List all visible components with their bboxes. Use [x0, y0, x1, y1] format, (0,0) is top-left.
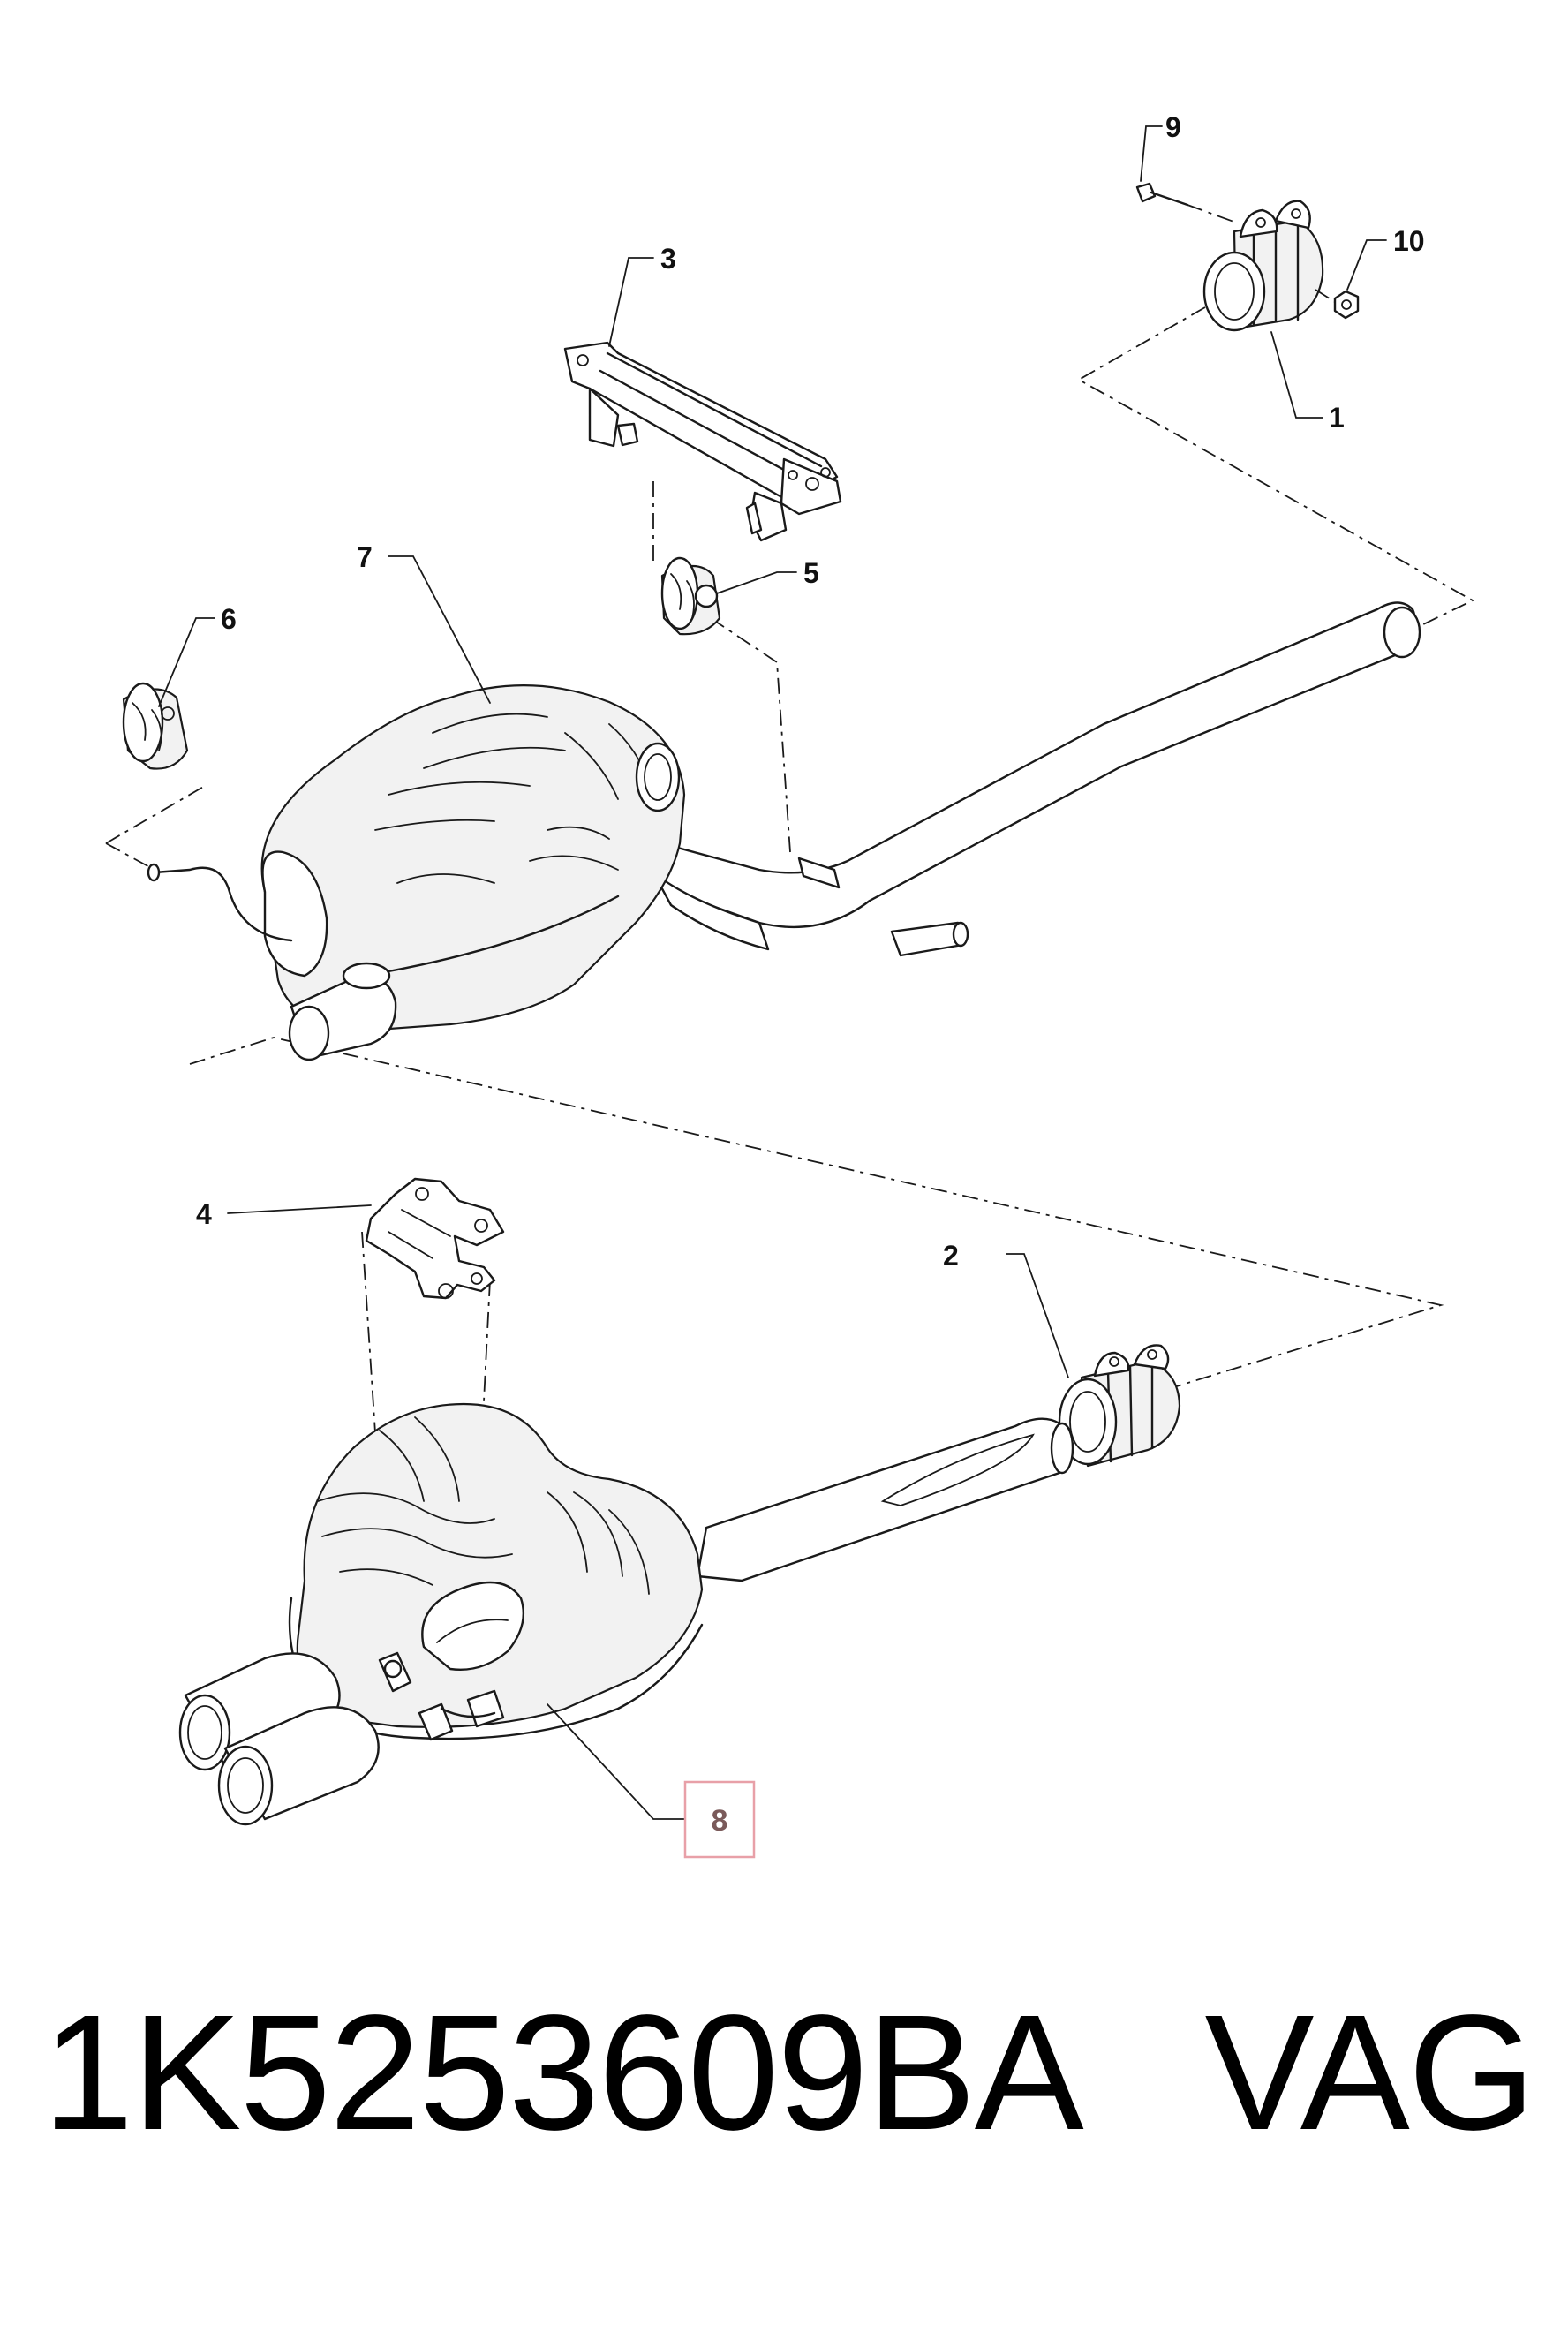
part-7-middle-silencer — [147, 601, 1421, 1061]
callout-8-highlight-box[interactable] — [683, 1780, 756, 1859]
callout-2: 2 — [943, 1240, 959, 1272]
callout-7: 7 — [357, 541, 373, 573]
part-number: 1K5253609BA — [42, 1982, 1074, 2164]
part-8-rear-silencer — [178, 1402, 1074, 1826]
callout-3: 3 — [660, 243, 676, 275]
brand-name: VAG — [1204, 1982, 1536, 2164]
callout-10: 10 — [1393, 225, 1425, 257]
callout-8: 8 — [712, 1804, 728, 1838]
callout-4: 4 — [196, 1198, 212, 1230]
part-10-nut — [1315, 289, 1360, 320]
part-4-bracket — [365, 1177, 505, 1300]
callout-leaders — [158, 125, 1387, 1820]
part-6-hanger — [122, 682, 189, 770]
callout-1: 1 — [1329, 402, 1345, 434]
callout-5: 5 — [803, 557, 819, 589]
callout-6: 6 — [221, 603, 237, 635]
part-1-clamp — [1202, 200, 1324, 332]
callout-9: 9 — [1165, 111, 1181, 143]
part-number-footer: 1K5253609BA VAG — [42, 1991, 1536, 2155]
callout-labels: 1 2 3 4 5 6 7 9 10 8 — [196, 111, 1425, 1859]
part-3-crossmember — [563, 341, 842, 542]
part-9-bolt — [1135, 182, 1237, 223]
part-5-hanger — [660, 556, 721, 636]
part-2-clamp — [1058, 1344, 1181, 1468]
